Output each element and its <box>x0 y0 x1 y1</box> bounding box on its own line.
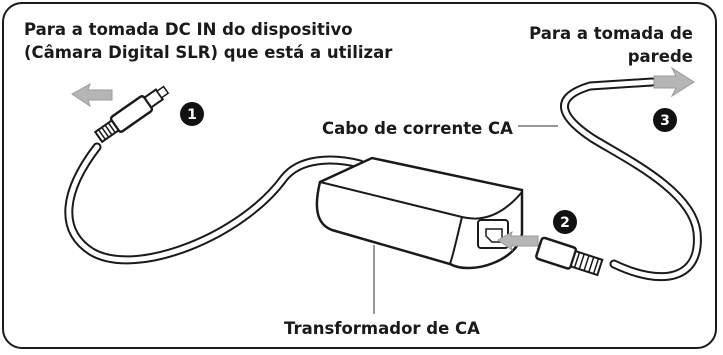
step-badge-2: 2 <box>553 210 577 234</box>
arrow-to-device <box>71 82 113 108</box>
arrow-to-inlet <box>497 230 539 252</box>
step-2-number: 2 <box>560 215 570 231</box>
arrow-to-wall <box>653 66 695 98</box>
step-badge-1: 1 <box>180 102 204 126</box>
dc-in-label: Para a tomada DC IN do dispositivo (Câma… <box>24 20 393 62</box>
step-1-number: 1 <box>187 107 197 123</box>
connection-illustration: 1 2 <box>64 66 702 314</box>
wall-outlet-label: Para a tomada de parede <box>529 24 693 66</box>
ac-cable <box>560 77 702 282</box>
ac-cable-label: Cabo de corrente CA <box>322 119 513 138</box>
dc-plug <box>93 85 170 144</box>
transformer-label: Transformador de CA <box>284 319 480 338</box>
step-badge-3: 3 <box>653 108 677 132</box>
diagram-frame: 1 2 <box>2 2 717 349</box>
ac-transformer <box>315 156 524 270</box>
step-3-number: 3 <box>660 113 670 129</box>
ac-plug <box>535 236 604 277</box>
